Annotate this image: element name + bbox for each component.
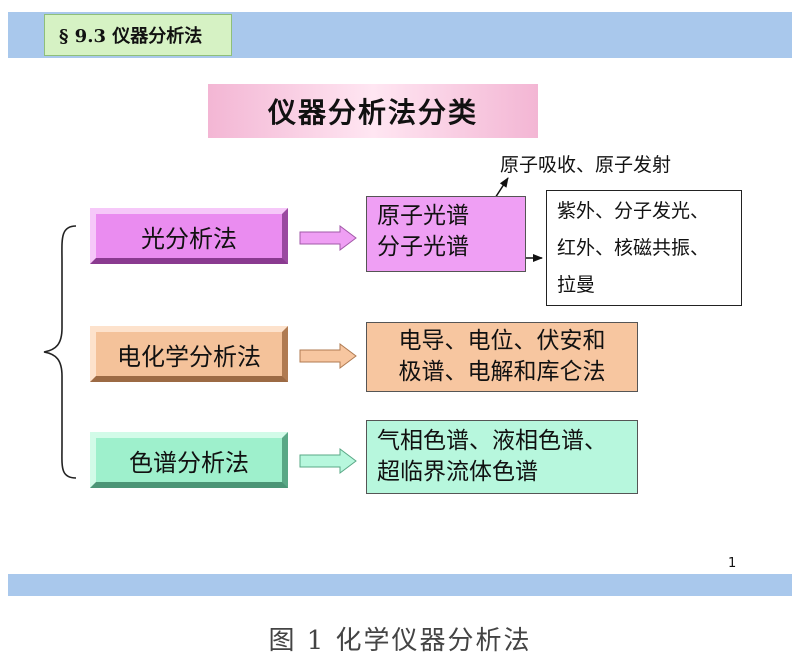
molecular-methods-line2: 红外、核磁共振、 (557, 237, 710, 259)
molecular-methods-line3: 拉曼 (557, 274, 596, 296)
block-arrow-optical (299, 225, 357, 251)
slide: § 9.3 仪器分析法 仪器分析法分类 光分析法 电化学分析法 色谱分析法 原子… (8, 12, 792, 596)
category-electrochemical-analysis: 电化学分析法 (90, 326, 288, 382)
connector-layer (43, 177, 543, 479)
block-arrow-chromatography (299, 448, 357, 474)
category-chromatography-analysis: 色谱分析法 (90, 432, 288, 488)
grouping-brace (43, 225, 77, 479)
page-number: 1 (728, 556, 737, 571)
block-arrow-electro (299, 343, 357, 369)
chromatography-details-line1: 气相色谱、液相色谱、 (377, 428, 607, 454)
atomic-spectrum-label: 原子光谱 (377, 203, 469, 229)
molecular-methods-line1: 紫外、分子发光、 (557, 200, 710, 222)
electro-details-line1: 电导、电位、伏安和 (398, 328, 606, 354)
molecular-spectrum-label: 分子光谱 (377, 234, 469, 260)
bottom-bar (8, 574, 792, 596)
category-optical-analysis: 光分析法 (90, 208, 288, 264)
molecular-methods-box: 紫外、分子发光、 红外、核磁共振、 拉曼 (546, 190, 742, 306)
figure-caption: 图 1 化学仪器分析法 (268, 626, 532, 656)
section-label: § 9.3 仪器分析法 (44, 14, 232, 56)
chromatography-details-line2: 超临界流体色谱 (377, 459, 538, 485)
electro-details-line2: 极谱、电解和库仑法 (398, 359, 606, 385)
diagram-title: 仪器分析法分类 (208, 84, 538, 138)
optical-details-box: 原子光谱 分子光谱 (366, 196, 526, 272)
electro-details-box: 电导、电位、伏安和 极谱、电解和库仑法 (366, 322, 638, 392)
chromatography-details-box: 气相色谱、液相色谱、 超临界流体色谱 (366, 420, 638, 494)
atomic-methods-note: 原子吸收、原子发射 (500, 154, 672, 176)
